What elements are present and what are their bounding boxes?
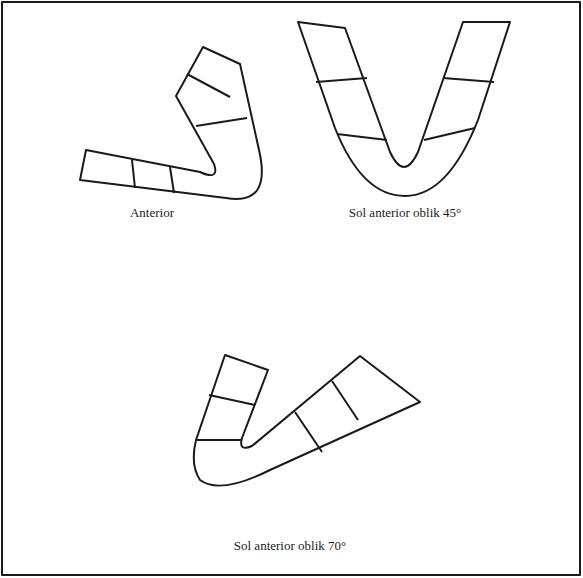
segment-line <box>295 412 322 452</box>
segment-line <box>332 381 358 420</box>
view-label: Sol anterior oblik 45° <box>349 205 461 221</box>
ventricle-outline <box>194 355 420 486</box>
ventricle-outline <box>298 22 510 196</box>
segment-line <box>187 74 230 97</box>
segment-line <box>197 439 242 441</box>
view-label: Sol anterior oblik 70° <box>234 538 346 554</box>
segment-line <box>196 118 247 126</box>
segment-line <box>443 78 494 82</box>
segment-line <box>170 167 174 193</box>
view-label: Anterior <box>130 205 174 221</box>
segment-line <box>316 78 367 82</box>
segment-line <box>337 134 387 140</box>
segment-line <box>424 128 475 140</box>
ventricle-outline <box>80 47 262 199</box>
segment-line <box>209 395 255 405</box>
segment-line <box>132 160 135 188</box>
